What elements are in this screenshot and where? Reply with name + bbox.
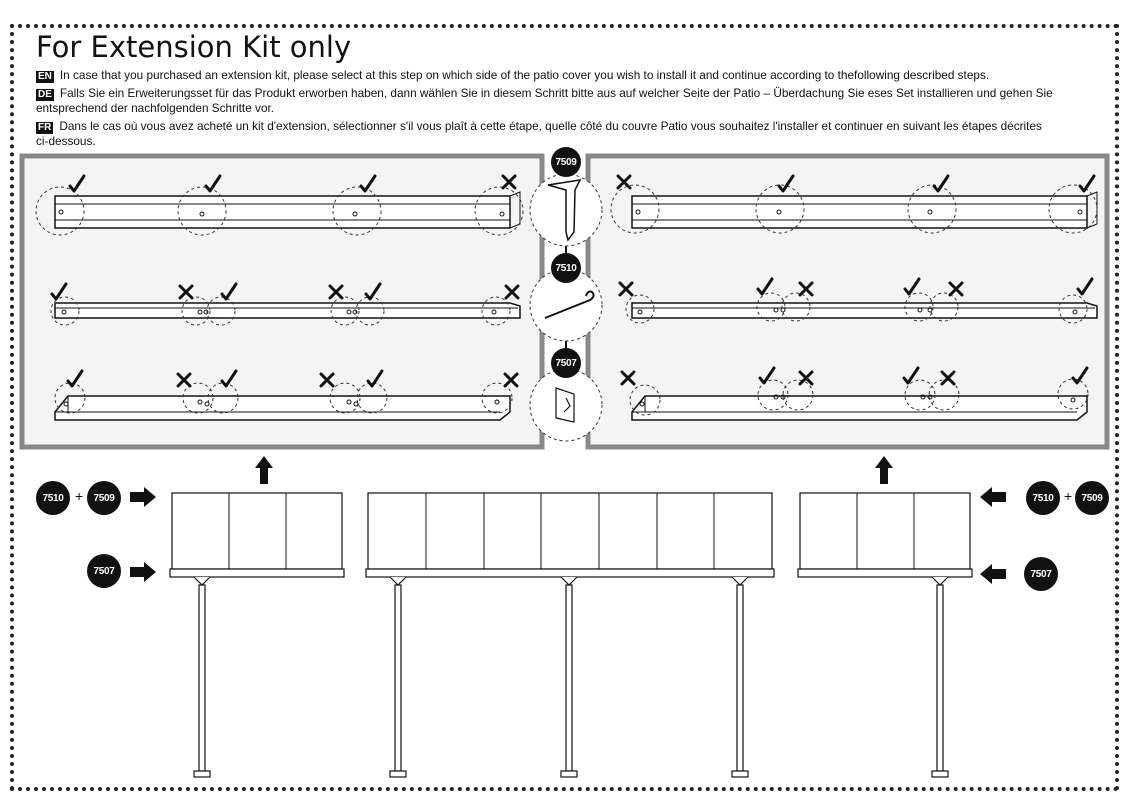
right-profile-7507 <box>631 394 1088 421</box>
right-profile-7509 <box>631 191 1098 229</box>
part-badge-7507: 7507 <box>551 348 581 378</box>
right-badge-7510: 7510 <box>1026 481 1060 515</box>
parts-column <box>529 170 603 442</box>
arrow-right-icon <box>130 562 156 582</box>
page-title: For Extension Kit only <box>36 30 352 64</box>
right-plus: + <box>1064 488 1073 504</box>
part-badge-7510: 7510 <box>551 253 581 283</box>
right-badge-7509: 7509 <box>1075 481 1109 515</box>
instruction-de: DE Falls Sie ein Erweiterungsset für das … <box>36 86 1106 101</box>
left-badge-7507: 7507 <box>87 554 121 588</box>
lang-badge-fr: FR <box>36 122 54 134</box>
left-badge-7510: 7510 <box>36 481 70 515</box>
instruction-en: EN In case that you purchased an extensio… <box>36 68 1106 83</box>
left-side-panel <box>19 153 545 450</box>
instruction-de-text: Falls Sie ein Erweiterungsset für das Pr… <box>59 86 1053 100</box>
instruction-de-continued: entsprechend der nachfolgenden Schritte … <box>36 101 275 115</box>
lang-badge-en: EN <box>36 71 54 83</box>
arrow-right-icon <box>130 487 156 507</box>
left-plus: + <box>75 488 84 504</box>
part-7507-drawing <box>555 387 575 423</box>
right-profile-7510 <box>631 302 1098 319</box>
patio-cover-structure <box>169 492 973 778</box>
part-7510-drawing <box>544 290 595 319</box>
left-profile-7509 <box>54 191 521 229</box>
part-7509-drawing <box>547 179 582 242</box>
part-badge-7509: 7509 <box>551 147 581 177</box>
arrow-up-right-icon <box>875 456 893 484</box>
instruction-fr: FR Dans le cas où vous avez acheté un kit… <box>36 119 1106 134</box>
page-border <box>10 24 1119 791</box>
arrow-up-left-icon <box>255 456 273 484</box>
instruction-fr-continued: ci-dessous. <box>36 134 96 148</box>
arrow-left-icon <box>980 487 1006 507</box>
left-badge-7509: 7509 <box>87 481 121 515</box>
instruction-fr-text: Dans le cas où vous avez acheté un kit d… <box>59 119 1042 133</box>
arrow-left-icon <box>980 564 1006 584</box>
lang-badge-de: DE <box>36 89 54 101</box>
right-side-panel <box>585 153 1110 450</box>
right-badge-7507: 7507 <box>1024 557 1058 591</box>
left-profile-7507 <box>54 395 511 421</box>
instruction-en-text: In case that you purchased an extension … <box>59 68 990 82</box>
left-profile-7510 <box>54 302 521 319</box>
